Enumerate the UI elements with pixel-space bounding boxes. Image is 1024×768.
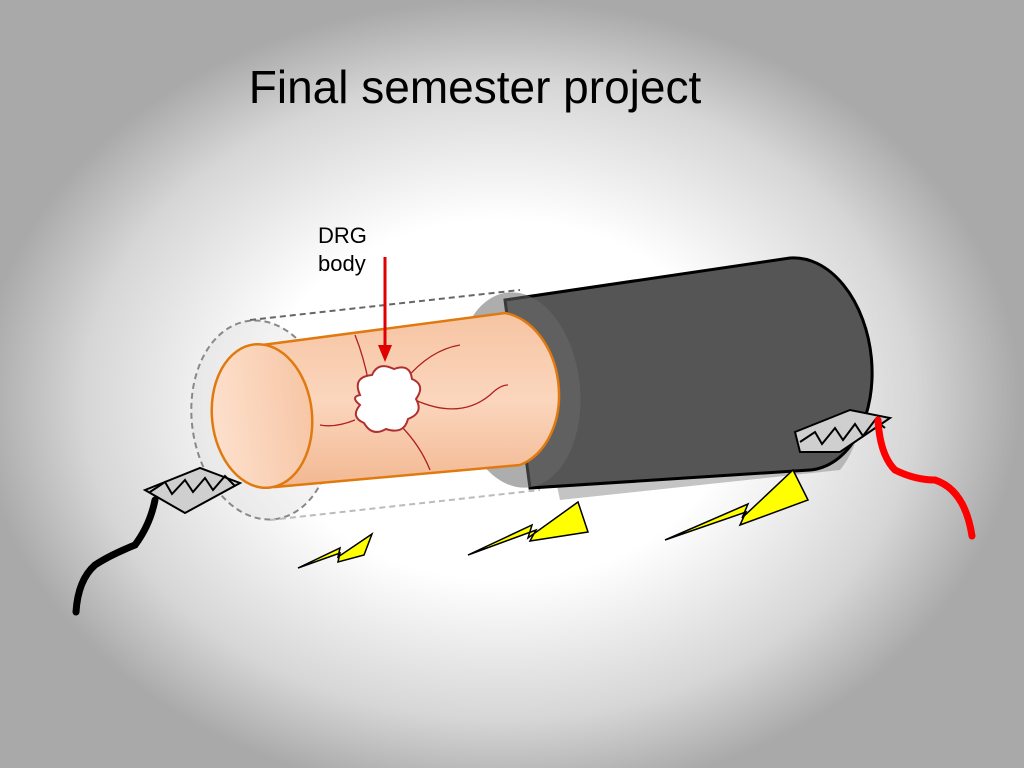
drg-label-line1: DRG	[318, 223, 367, 248]
drg-body-label: DRG body	[318, 222, 367, 278]
cell-body-cluster	[354, 365, 422, 433]
drg-pointer-arrow	[378, 257, 392, 362]
right-electrode-clip	[793, 408, 893, 453]
left-wire	[72, 496, 159, 616]
lightning-bolt-small	[297, 532, 374, 569]
right-wire	[874, 416, 976, 540]
lightning-bolt-medium	[467, 500, 589, 556]
left-electrode-clip	[142, 466, 243, 515]
lightning-bolt-large	[664, 468, 810, 541]
slide-title: Final semester project	[248, 61, 702, 113]
drg-label-line2: body	[318, 251, 366, 276]
tube-end-cap	[210, 342, 314, 490]
